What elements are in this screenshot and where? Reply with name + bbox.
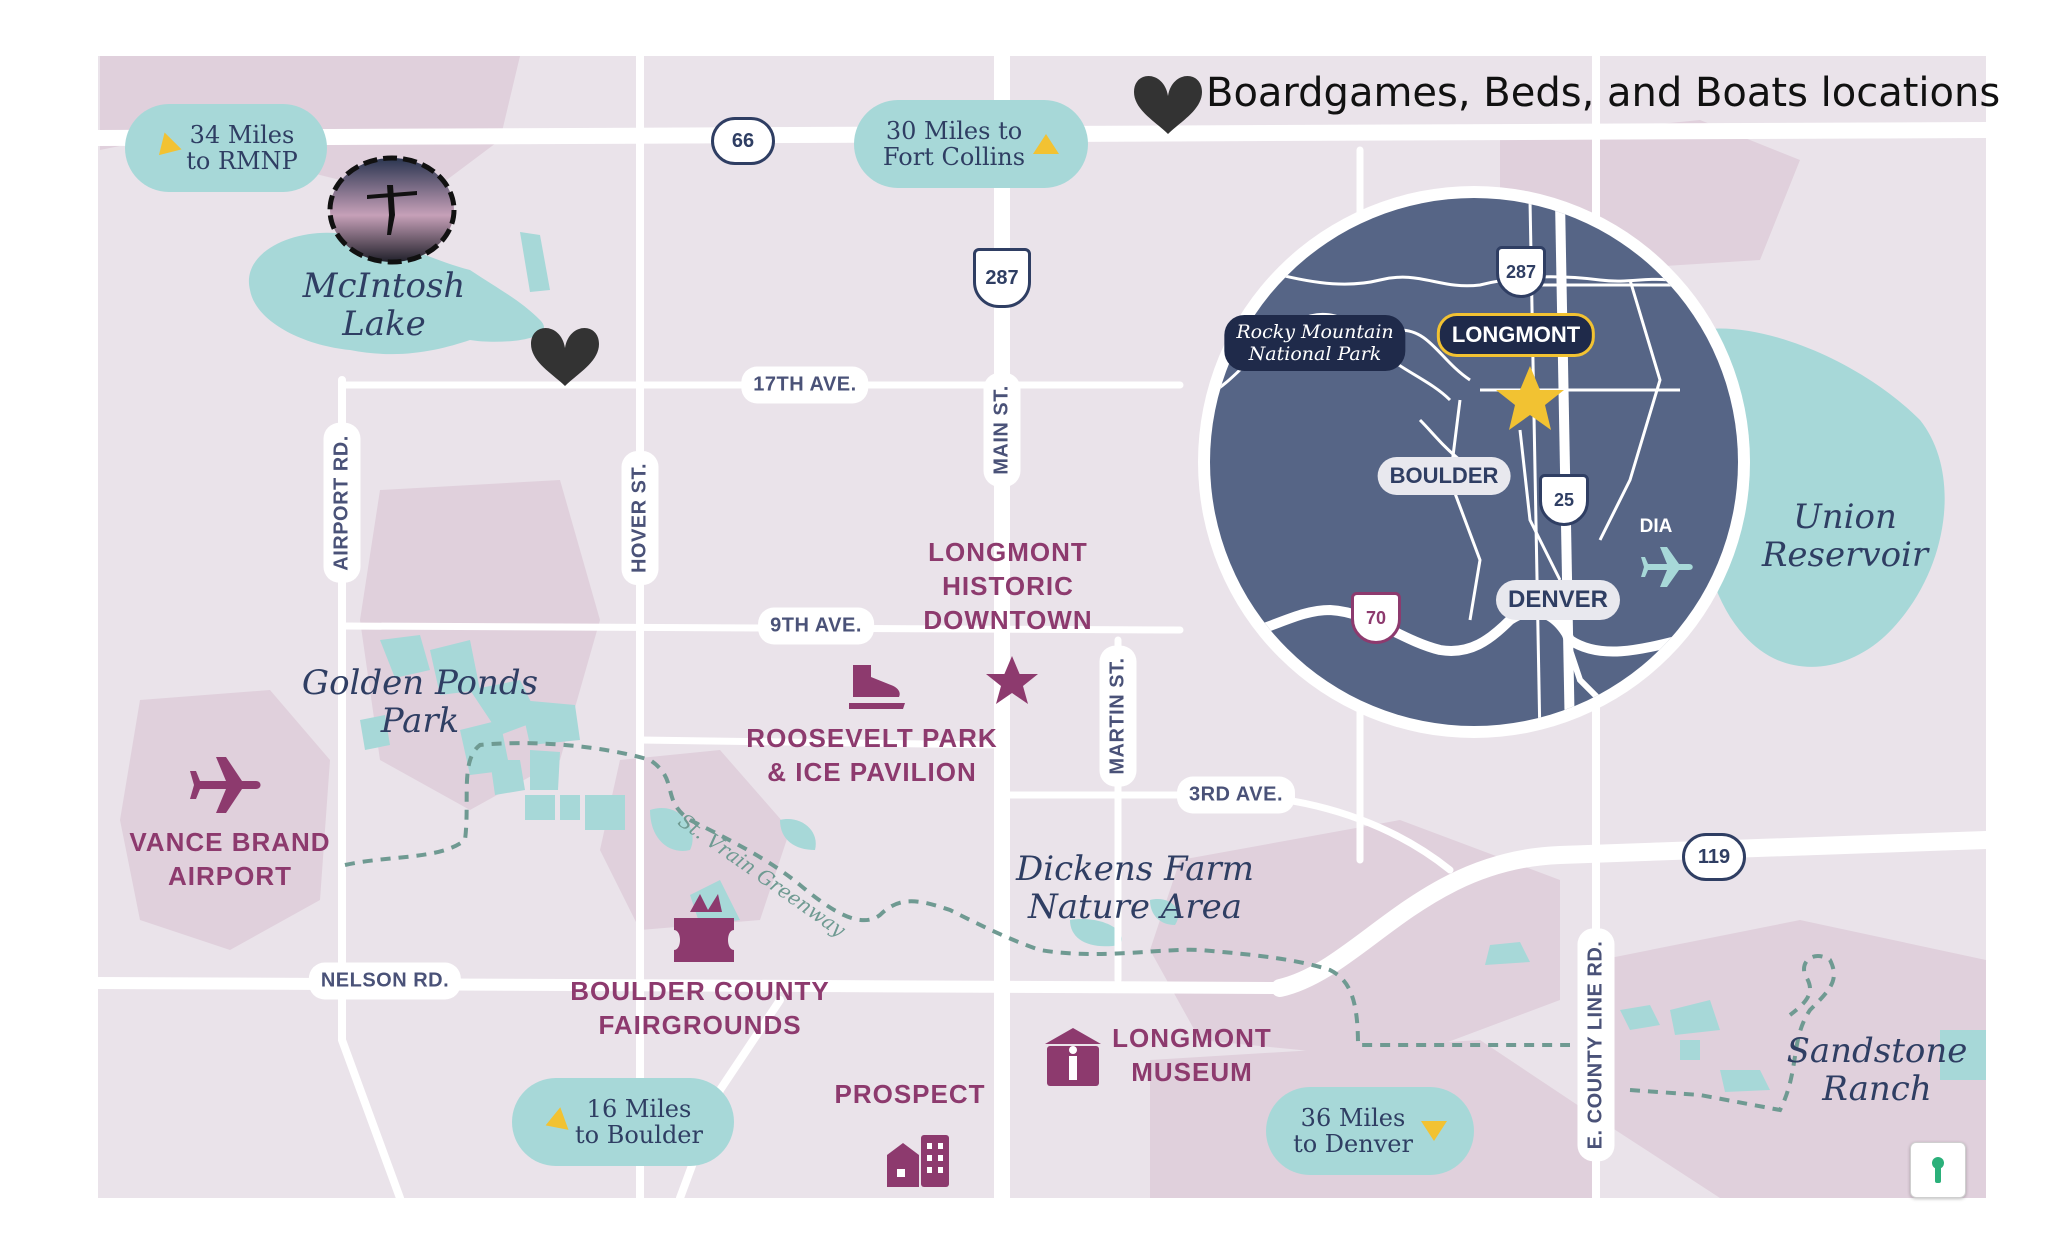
inset-shield-us-287: 287	[1496, 246, 1546, 298]
heart-icon	[531, 327, 599, 386]
label-longmont-museum: LONGMONT MUSEUM	[1112, 1023, 1272, 1087]
keyhole-icon	[1932, 1157, 1944, 1183]
label-fairgrounds: BOULDER COUNTY FAIRGROUNDS	[570, 976, 830, 1040]
shield-hwy-119: 119	[1682, 833, 1746, 881]
airplane-icon	[1641, 547, 1693, 587]
distance-pill-denver: 36 Miles to Denver	[1266, 1087, 1474, 1175]
inset-label-longmont: LONGMONT	[1436, 313, 1596, 357]
road-label-airport-rd: AIRPORT RD.	[323, 423, 361, 583]
inset-label-dia: DIA	[1639, 516, 1673, 537]
inset-label-denver: DENVER	[1495, 580, 1621, 620]
label-golden-ponds-park: Golden Ponds Park	[301, 663, 539, 741]
distance-text-denver: 36 Miles to Denver	[1293, 1104, 1413, 1158]
label-vance-brand-airport: VANCE BRAND AIRPORT	[129, 827, 331, 891]
inset-shield-i-70: 70	[1351, 592, 1401, 644]
st-vrain-greenway-trail	[344, 741, 1836, 1113]
road-label-9th-ave: 9TH AVE.	[758, 607, 874, 645]
road-label-17th-ave: 17TH AVE.	[741, 366, 869, 404]
star-icon	[986, 656, 1038, 704]
label-union-reservoir: Union Reservoir	[1761, 497, 1929, 575]
distance-text-rmnp: 34 Miles to RMNP	[186, 121, 298, 175]
inset-shield-i-25: 25	[1539, 474, 1589, 526]
nelson-rd-road	[92, 977, 1286, 994]
road-label-3rd-ave: 3RD AVE.	[1176, 776, 1296, 814]
inset-label-boulder: BOULDER	[1377, 457, 1511, 495]
label-roosevelt-park: ROOSEVELT PARK & ICE PAVILION	[746, 723, 998, 787]
road-label-main-st: MAIN ST.	[983, 373, 1021, 487]
inset-label-rmnp: Rocky Mountain National Park	[1224, 315, 1406, 371]
highway-119-road	[1271, 831, 1995, 997]
mcintosh-photo	[327, 155, 457, 265]
star-icon	[1496, 366, 1564, 430]
distance-text-fort-collins: 30 Miles to Fort Collins	[882, 117, 1026, 171]
label-prospect: PROSPECT	[834, 1079, 986, 1109]
ice-skate-icon	[849, 665, 905, 709]
triangle-arrow-icon	[150, 132, 182, 164]
label-dickens-farm: Dickens Farm Nature Area	[1015, 849, 1255, 927]
museum-icon	[1045, 1028, 1101, 1086]
triangle-arrow-icon	[1420, 1121, 1447, 1141]
distance-text-boulder: 16 Miles to Boulder	[575, 1095, 703, 1149]
label-historic-downtown: LONGMONT HISTORIC DOWNTOWN	[923, 537, 1093, 635]
distance-pill-rmnp: 34 Miles to RMNP	[125, 104, 327, 192]
ticket-icon	[674, 894, 734, 962]
shield-hwy-66: 66	[711, 117, 775, 165]
heart-icon	[1134, 75, 1202, 134]
airport-rd-road	[338, 376, 404, 1202]
road-label-nelson-rd: NELSON RD.	[308, 962, 462, 1000]
triangle-arrow-icon	[541, 1107, 569, 1137]
shield-us-287: 287	[973, 248, 1031, 308]
keyhole-button[interactable]	[1910, 1142, 1966, 1198]
union-reservoir-water	[1700, 328, 1945, 667]
road-label-hover-st: HOVER ST.	[621, 450, 659, 586]
label-sandstone-ranch: Sandstone Ranch	[1786, 1031, 1968, 1109]
road-label-county-line-rd: E. COUNTY LINE RD.	[1577, 928, 1615, 1162]
map-title: Boardgames, Beds, and Boats locations	[1206, 70, 2001, 116]
golden-ponds-water	[360, 635, 625, 830]
mcintosh-lake-water	[248, 232, 544, 355]
triangle-arrow-icon	[1033, 134, 1060, 154]
label-mcintosh-lake: McIntosh Lake	[302, 266, 466, 344]
distance-pill-fort-collins: 30 Miles to Fort Collins	[854, 100, 1088, 188]
road-label-martin-st: MARTIN ST.	[1099, 645, 1137, 787]
water-bodies	[248, 232, 1986, 1092]
airplane-icon	[190, 757, 261, 813]
distance-pill-boulder: 16 Miles to Boulder	[512, 1078, 734, 1166]
buildings-icon	[887, 1135, 949, 1187]
